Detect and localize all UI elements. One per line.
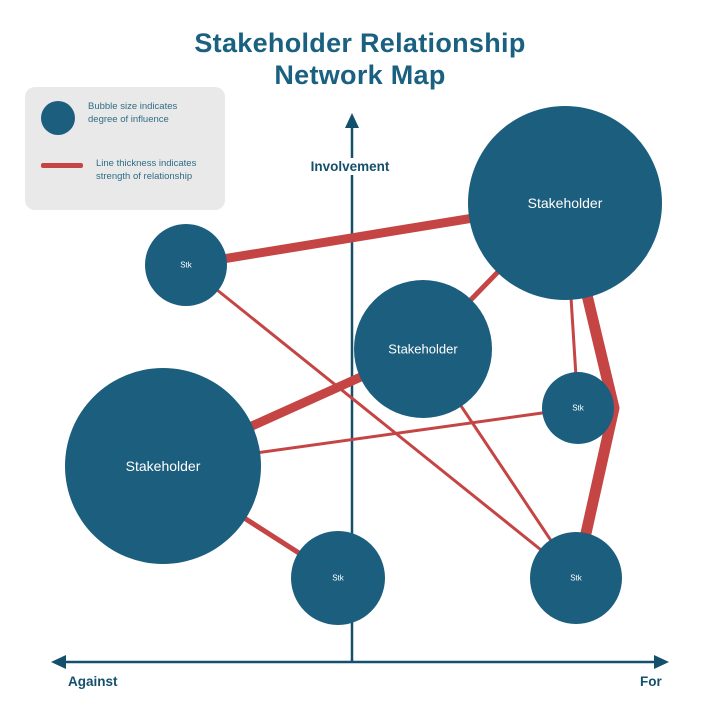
legend-line-row: Line thickness indicates strength of rel… [41,157,217,184]
page-title-line1: Stakeholder Relationship [194,28,526,58]
legend-bubble-row: Bubble size indicates degree of influenc… [41,100,217,135]
stakeholder-bubble-bottomright [530,532,622,624]
stakeholder-node-label: Stk [332,574,345,583]
legend-bubble-text: Bubble size indicates degree of influenc… [88,101,178,126]
stakeholder-bubble-bottomcenter [291,531,385,625]
page-title-line2: Network Map [274,60,446,91]
stakeholder-node-bottomright: Stk [530,532,622,624]
y-axis-arrow-icon [345,113,359,128]
stakeholder-node-label: Stakeholder [388,342,458,357]
stakeholder-node-label: Stk [572,404,585,413]
stakeholder-node-label: Stakeholder [126,458,201,474]
stakeholder-node-right: Stk [542,372,614,444]
stakeholder-node-bottomcenter: Stk [291,531,385,625]
x-axis-left-label: Against [68,674,118,689]
stakeholder-node-left: Stakeholder [65,368,261,564]
stakeholder-node-label: Stk [570,574,583,583]
relationship-edge-topleft-bottomright [185,263,577,580]
stakeholder-bubble-left [65,368,261,564]
stakeholder-node-label: Stakeholder [528,195,603,211]
y-axis-label: Involvement [306,158,394,175]
stakeholder-node-center: Stakeholder [354,280,492,418]
x-axis-right-arrow-icon [654,655,669,669]
stakeholder-node-label: Stk [180,261,193,270]
x-axis-right-label: For [640,674,662,689]
legend-line-icon [41,163,83,168]
legend-line-text: Line thickness indicates strength of rel… [96,158,197,183]
x-axis-left-arrow-icon [51,655,66,669]
stakeholder-bubble-topleft [145,224,227,306]
stakeholder-nodes: StakeholderStakeholderStakeholderStkStkS… [65,106,662,625]
stakeholder-bubble-center [354,280,492,418]
legend-bubble-icon [41,101,75,135]
legend: Bubble size indicates degree of influenc… [25,87,225,210]
page-title: Stakeholder Relationship Network Map [0,27,720,92]
stakeholder-bubble-right [542,372,614,444]
stakeholder-bubble-topright [468,106,662,300]
stakeholder-node-topright: Stakeholder [468,106,662,300]
stakeholder-node-topleft: Stk [145,224,227,306]
